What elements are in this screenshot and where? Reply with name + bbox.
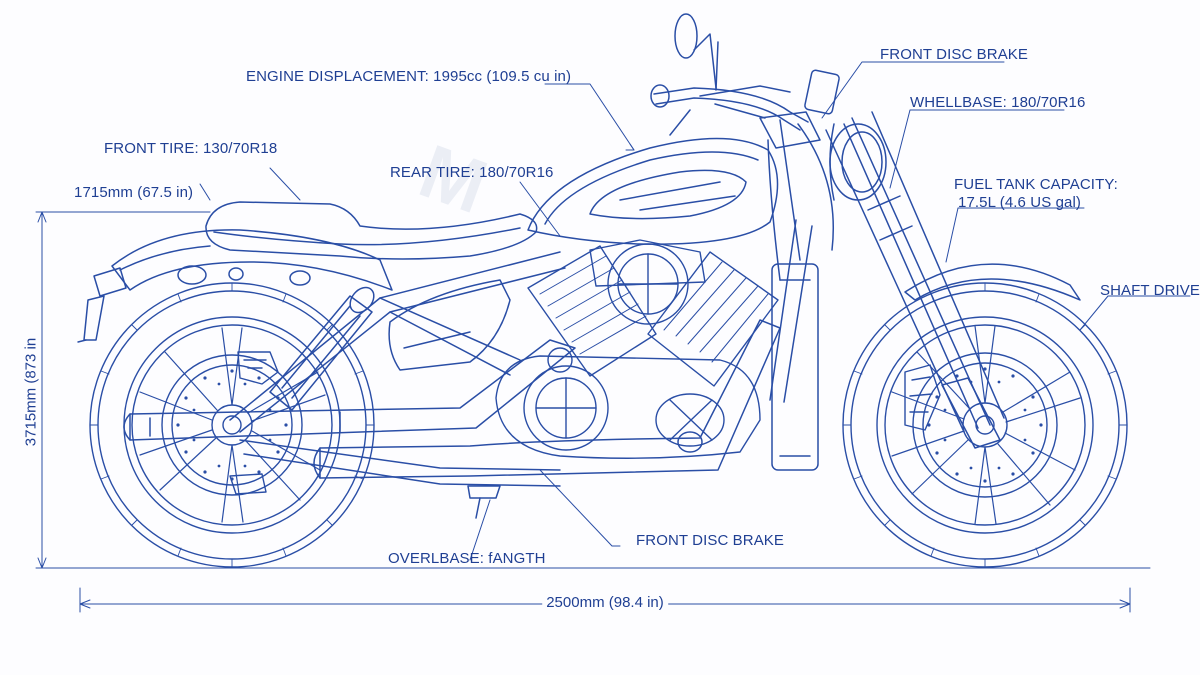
front-disc-brake-top-label: FRONT DISC BRAKE	[880, 46, 1029, 63]
engine-displacement-label: ENGINE DISPLACEMENT: 1995cc (109.5 cu in…	[246, 68, 572, 85]
wheelbase-label: WHELLBASE: 180/70R16	[910, 94, 1086, 111]
rear-tire-label: REAR TIRE: 180/70R16	[390, 164, 554, 181]
fuel-tank	[527, 109, 779, 245]
front-fork	[825, 111, 1081, 449]
front-controls	[650, 13, 887, 281]
fuel-tank-capacity-line2: 17.5L (4.6 US gal)	[958, 194, 1081, 211]
fuel-tank-capacity-label: FUEL TANK CAPACITY: 17.5L (4.6 US gal)	[954, 176, 1118, 212]
seat-height-label: 1715mm (67.5 in)	[74, 184, 194, 201]
front-disc-brake-bottom-label: FRONT DISC BRAKE	[636, 532, 785, 549]
rear-wheel	[89, 282, 375, 568]
exhaust	[123, 319, 781, 519]
height-dimension-label: 3715mm (873 in	[22, 337, 40, 447]
shaft-drive-label: SHAFT DRIVE	[1100, 282, 1200, 299]
leader-lines	[199, 61, 1191, 561]
front-tire-label: FRONT TIRE: 130/70R18	[104, 140, 278, 157]
frame	[229, 219, 819, 487]
front-wheel	[842, 282, 1128, 568]
fuel-tank-capacity-line1: FUEL TANK CAPACITY:	[954, 176, 1118, 193]
rear-fender	[77, 229, 393, 343]
length-dimension-label: 2500mm (98.4 in)	[542, 594, 668, 611]
seat	[205, 201, 538, 260]
overall-length-label: OVERLBASE: fANGTH	[388, 550, 546, 567]
